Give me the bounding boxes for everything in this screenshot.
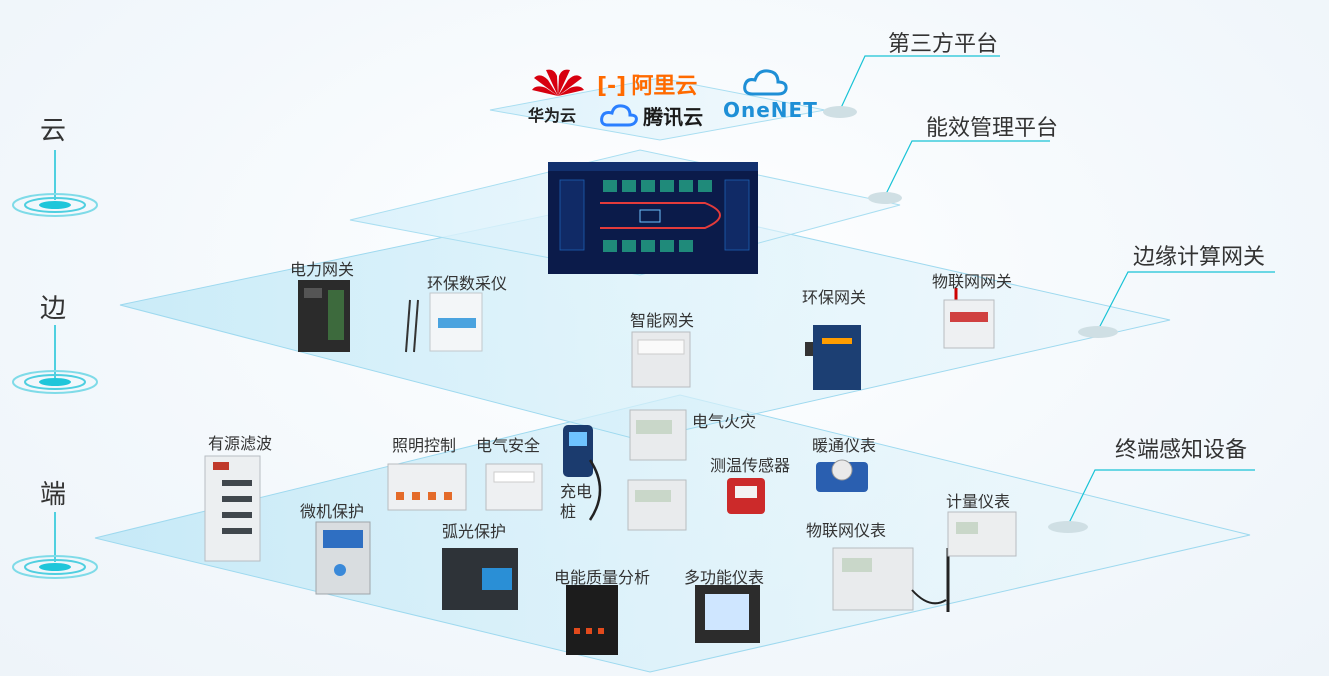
label-electrical-safety: 电气安全 (476, 436, 541, 455)
aliyun-logo: [-] 阿里云 (597, 68, 697, 100)
label-env-gateway: 环保网关 (802, 288, 867, 307)
label-power-quality: 电能质量分析 (554, 568, 651, 587)
label-iot-meter: 物联网仪表 (806, 521, 887, 540)
label-temp-sensor: 测温传感器 (710, 456, 791, 475)
tencent-cloud-text: 腾讯云 (643, 105, 704, 129)
label-multifunction-meter: 多功能仪表 (684, 568, 765, 587)
label-third-party-platform: 第三方平台 (888, 32, 999, 57)
huawei-cloud-logo: 华为云 (528, 64, 588, 126)
huawei-flower-icon (532, 69, 584, 96)
label-smart-gateway: 智能网关 (630, 311, 695, 330)
device-iot-meter (832, 547, 950, 612)
device-active-filter (204, 455, 261, 562)
label-microcomputer-protection: 微机保护 (300, 502, 365, 521)
device-metering-meter (947, 511, 1017, 557)
beacon-cloud (12, 150, 98, 217)
label-env-collector: 环保数采仪 (427, 274, 508, 293)
device-env-collector (405, 292, 483, 353)
label-arc-protection: 弧光保护 (442, 522, 507, 541)
label-metering-meter: 计量仪表 (946, 492, 1011, 511)
device-fire-monitor (627, 409, 687, 531)
device-env-gateway (805, 325, 861, 390)
label-charger: 充电桩 (560, 482, 593, 521)
label-edge-gateway: 边缘计算网关 (1133, 245, 1266, 270)
tier-edge: 边 (40, 294, 67, 324)
device-power-gateway (298, 280, 350, 352)
label-lighting-control: 照明控制 (392, 436, 457, 455)
onenet-text: OneNET (723, 98, 818, 122)
device-arc-protection (442, 548, 518, 610)
label-power-gateway: 电力网关 (290, 260, 355, 279)
aliyun-bracket-icon: [-] (597, 74, 627, 99)
device-microcomputer-protection (315, 521, 371, 595)
onenet-logo: OneNET (723, 68, 818, 122)
device-multifunction-meter (695, 585, 760, 643)
device-power-quality (566, 585, 618, 655)
huawei-cloud-text: 华为云 (528, 106, 577, 125)
layer-terminal (94, 394, 1251, 673)
tencent-cloud-logo: 腾讯云 (600, 101, 703, 130)
tier-cloud: 云 (40, 116, 67, 146)
device-lighting-control (387, 463, 467, 511)
label-energy-platform: 能效管理平台 (926, 116, 1059, 141)
label-terminal-devices: 终端感知设备 (1115, 438, 1248, 463)
tier-end: 端 (40, 480, 67, 510)
energy-platform-screen (548, 162, 758, 274)
callout-dots (823, 106, 1118, 533)
device-temp-sensor (727, 478, 765, 514)
beacon-end (12, 512, 98, 579)
label-active-filter: 有源滤波 (208, 434, 273, 453)
onenet-cloud-icon (743, 69, 788, 96)
callout-lines (839, 55, 1275, 526)
device-smart-gateway (631, 331, 691, 388)
aliyun-text: 阿里云 (631, 74, 698, 99)
device-charger (563, 425, 602, 521)
label-iot-gateway: 物联网网关 (932, 272, 1013, 291)
label-hvac-meter: 暖通仪表 (812, 436, 877, 455)
device-iot-gateway (943, 288, 995, 349)
device-electrical-safety (485, 463, 543, 511)
device-hvac-meter (816, 459, 868, 492)
beacon-edge (12, 325, 98, 394)
label-electrical-fire: 电气火灾 (692, 412, 757, 431)
tencent-cloud-icon (600, 103, 638, 126)
